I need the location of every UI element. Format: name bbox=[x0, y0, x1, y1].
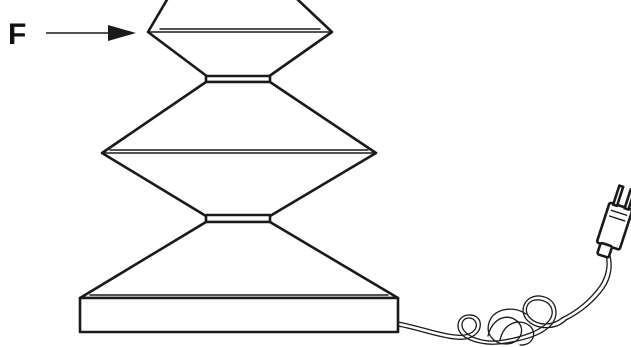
bottom-tier-shape bbox=[78, 220, 400, 300]
plug-prong-right bbox=[623, 187, 631, 211]
cord-strand-b bbox=[397, 295, 567, 345]
cord-rise-b bbox=[565, 255, 612, 321]
two-prong-plug-icon bbox=[595, 184, 631, 259]
cord-rise-a bbox=[561, 253, 608, 319]
callout-letter: F bbox=[8, 18, 26, 51]
middle-tier bbox=[100, 80, 378, 218]
cord-strand-a bbox=[397, 299, 563, 342]
middle-tier-shape bbox=[100, 80, 378, 218]
right-arrow-icon bbox=[108, 25, 136, 41]
top-tier bbox=[146, 0, 334, 79]
cord-loop-a bbox=[487, 308, 527, 345]
plug-body-ridge-1 bbox=[610, 209, 628, 216]
cord-loop-b bbox=[499, 321, 535, 346]
callout-f: F bbox=[8, 18, 136, 51]
plug-body-ridge-2 bbox=[608, 215, 626, 222]
plug-neck bbox=[596, 241, 614, 259]
base-plinth bbox=[78, 296, 400, 334]
plug bbox=[595, 184, 631, 259]
top-tier-shape bbox=[146, 0, 334, 79]
plug-prong-left bbox=[611, 184, 625, 208]
bottom-tier bbox=[78, 220, 400, 334]
power-cord bbox=[397, 253, 612, 346]
